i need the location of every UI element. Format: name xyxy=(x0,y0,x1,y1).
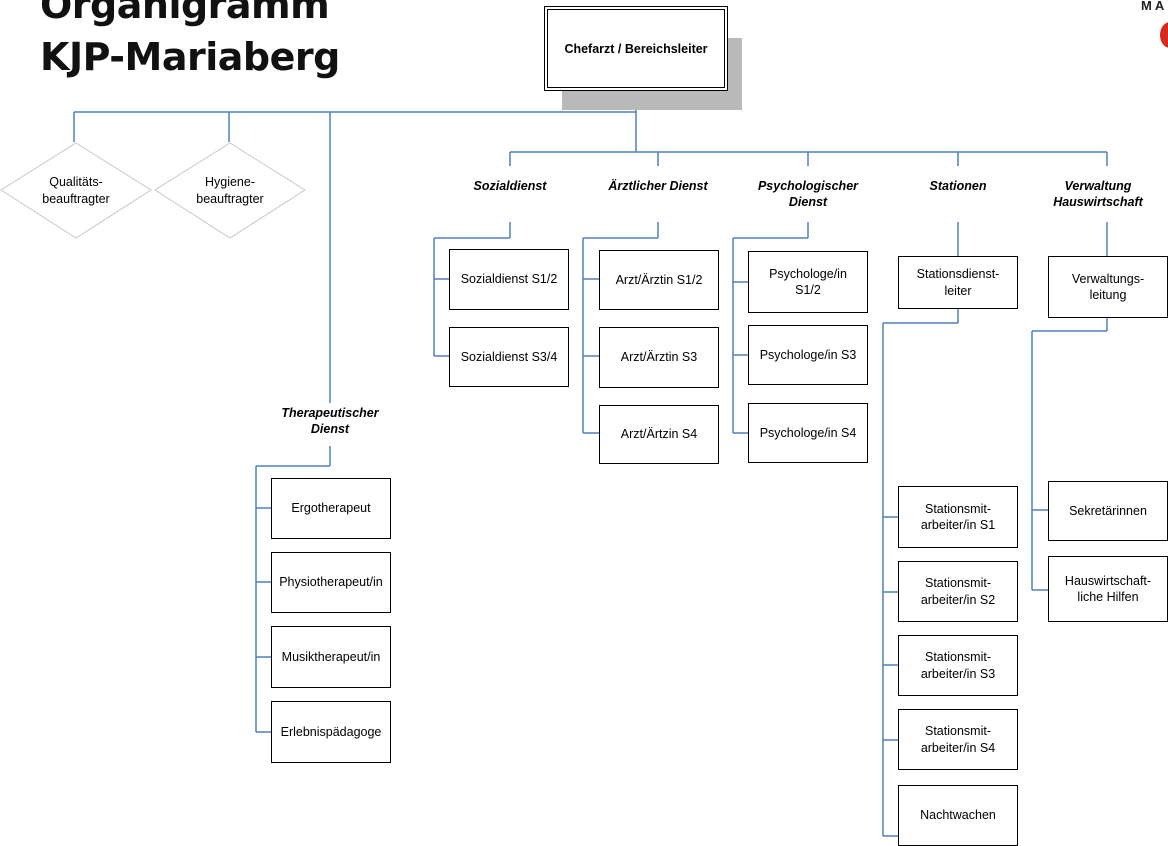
box-arzt-s3: Arzt/Ärztin S3 xyxy=(599,327,719,388)
box-stationsdienstleiter: Stationsdienst-leiter xyxy=(898,256,1018,309)
box-psychologe-s3: Psychologe/in S3 xyxy=(748,325,868,385)
box-musiktherapeut: Musiktherapeut/in xyxy=(271,626,391,688)
logo-icon xyxy=(1160,22,1168,48)
box-sozialdienst-s34: Sozialdienst S3/4 xyxy=(449,327,569,387)
qualitaetsbeauftragter-diamond xyxy=(0,142,152,239)
page-title-line2: KJP-Mariaberg xyxy=(40,35,340,79)
box-arzt-s12: Arzt/Ärztin S1/2 xyxy=(599,250,719,310)
box-stationsmitarbeiter-s1: Stationsmit-arbeiter/in S1 xyxy=(898,486,1018,548)
heading-sozialdienst: Sozialdienst xyxy=(473,179,547,193)
box-sekretaerinnen: Sekretärinnen xyxy=(1048,481,1168,541)
box-stationsmitarbeiter-s4: Stationsmit-arbeiter/in S4 xyxy=(898,709,1018,770)
qualitaetsbeauftragter-label: Qualitäts-beauftragter xyxy=(42,175,110,206)
box-arzt-s4: Arzt/Ärtzin S4 xyxy=(599,405,719,464)
page-title-line1: Organigramm xyxy=(40,0,330,27)
box-hauswirtschaftliche-hilfen: Hauswirtschaft-liche Hilfen xyxy=(1048,556,1168,622)
box-verwaltungsleitung: Verwaltungs-leitung xyxy=(1048,256,1168,318)
box-sozialdienst-s12: Sozialdienst S1/2 xyxy=(449,249,569,310)
root-chefarzt-box: Chefarzt / Bereichsleiter xyxy=(544,6,728,91)
box-stationsmitarbeiter-s3: Stationsmit-arbeiter/in S3 xyxy=(898,635,1018,696)
box-erlebnispaedagoge: Erlebnispädagoge xyxy=(271,701,391,763)
box-physiotherapeut: Physiotherapeut/in xyxy=(271,552,391,613)
box-nachtwachen: Nachtwachen xyxy=(898,785,1018,846)
box-stationsmitarbeiter-s2: Stationsmit-arbeiter/in S2 xyxy=(898,561,1018,622)
hygienebeauftragter-diamond xyxy=(154,142,306,239)
heading-stationen: Stationen xyxy=(929,179,987,193)
heading-aerztlicher-dienst: Ärztlicher Dienst xyxy=(608,179,708,193)
hygienebeauftragter-label: Hygiene-beauftragter xyxy=(196,175,264,206)
logo-text: MA xyxy=(1141,0,1168,13)
box-ergotherapeut: Ergotherapeut xyxy=(271,478,391,539)
box-psychologe-s4: Psychologe/in S4 xyxy=(748,403,868,463)
